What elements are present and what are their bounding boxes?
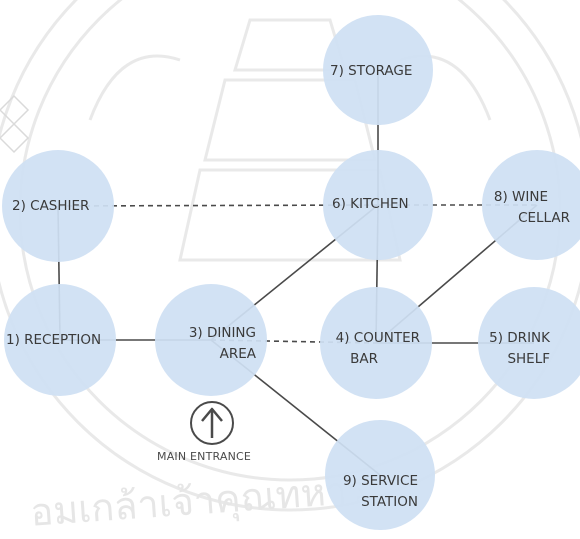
label-cashier: 2) CASHIER [12, 198, 90, 214]
label-drink-shelf: 5) DRINK SHELF [489, 330, 550, 367]
label-storage: 7) STORAGE [330, 63, 413, 79]
node-reception [4, 284, 116, 396]
node-service-station [325, 420, 435, 530]
node-dining-area [155, 284, 267, 396]
node-cashier [2, 150, 114, 262]
node-kitchen [323, 150, 433, 260]
node-counter-bar [320, 287, 432, 399]
label-kitchen: 6) KITCHEN [332, 196, 409, 212]
node-storage [323, 15, 433, 125]
label-service-station: 9) SERVICE STATION [342, 473, 418, 510]
node-drink-shelf [478, 287, 580, 399]
label-dining-area: 3) DINING AREA [188, 325, 256, 362]
label-reception: 1) RECEPTION [6, 332, 102, 348]
node-wine-cellar [482, 150, 580, 260]
main-entrance-label: MAIN ENTRANCE [157, 450, 252, 463]
label-counter-bar: 4) COUNTER BAR [335, 330, 420, 367]
label-wine-cellar: 8) WINE CELLAR [493, 189, 570, 226]
